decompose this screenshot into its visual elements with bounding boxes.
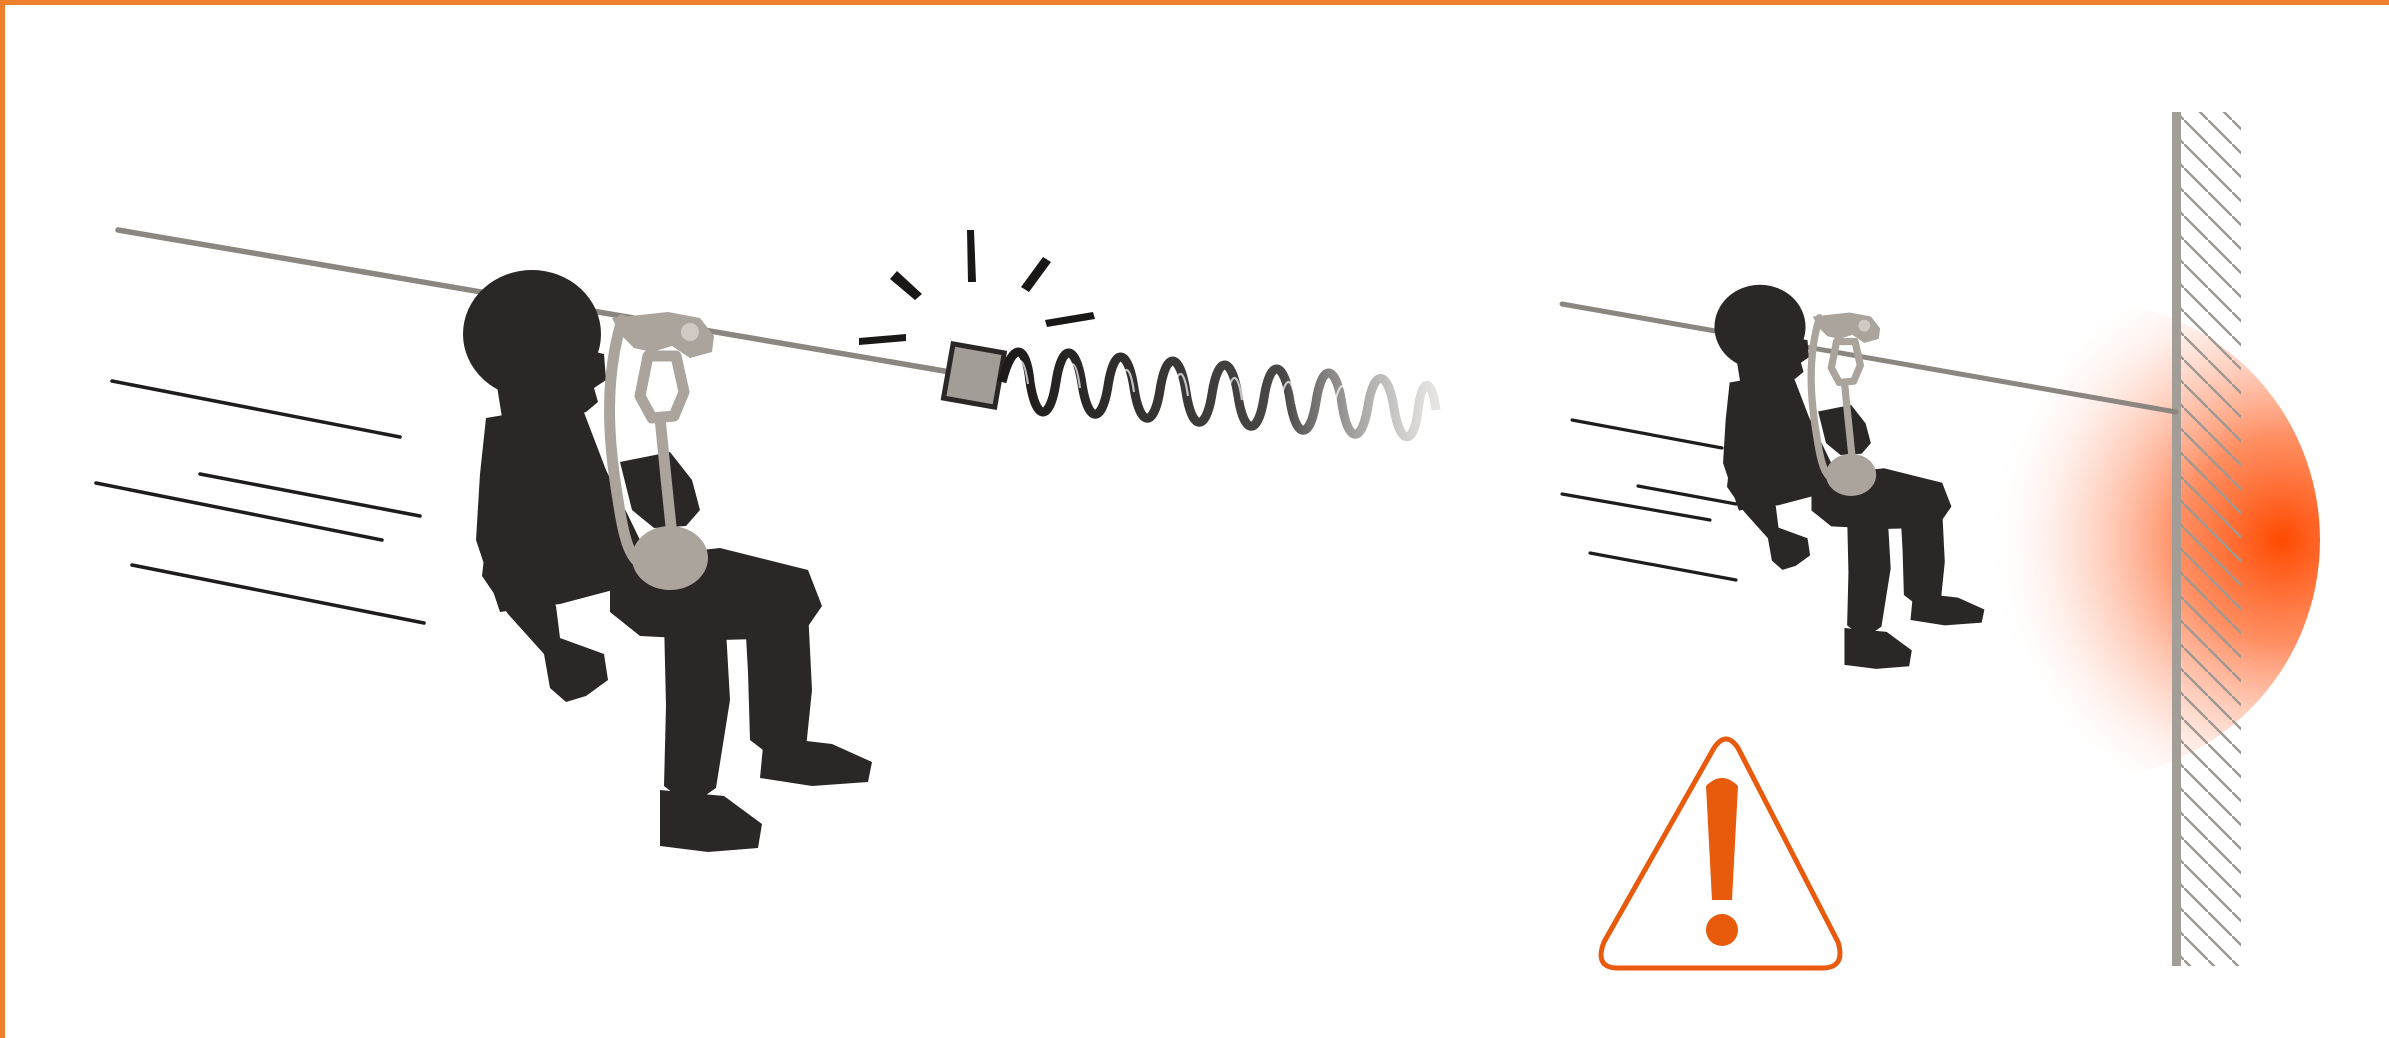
left-harness-seat (632, 526, 708, 590)
brake-impact-marks (859, 230, 1095, 345)
brake-block (944, 344, 1005, 407)
spring-brake-icon (944, 344, 1436, 437)
warning-exclamation-dot (1706, 914, 1738, 946)
left-carabiner (640, 356, 684, 418)
wall-face (2172, 112, 2181, 966)
left-speed-lines (96, 381, 424, 623)
brake-spring-coil (1002, 352, 1436, 437)
right-speed-lines (1562, 420, 1736, 580)
warning-triangle-icon (1601, 739, 1840, 968)
left-pulley-hub (681, 323, 699, 341)
left-scene (96, 230, 1436, 852)
right-scene (1562, 112, 2320, 968)
left-trolley-harness (610, 312, 715, 590)
right-trolley-harness (1811, 312, 1880, 495)
hatched-wall (2172, 112, 2242, 966)
